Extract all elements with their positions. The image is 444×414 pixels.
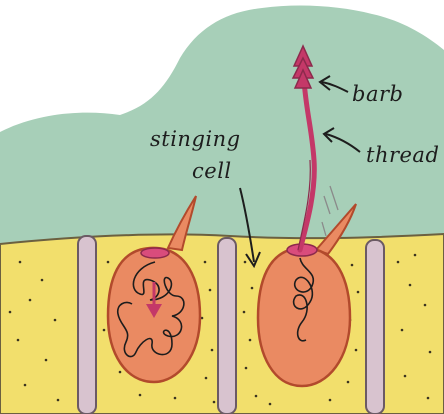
label-thread: thread: [366, 143, 439, 167]
cell-cap-left: [141, 248, 169, 258]
label-cell: cell: [192, 159, 232, 183]
label-barb: barb: [352, 82, 403, 106]
water-area: [0, 6, 444, 246]
label-stinging: stinging: [150, 127, 241, 151]
